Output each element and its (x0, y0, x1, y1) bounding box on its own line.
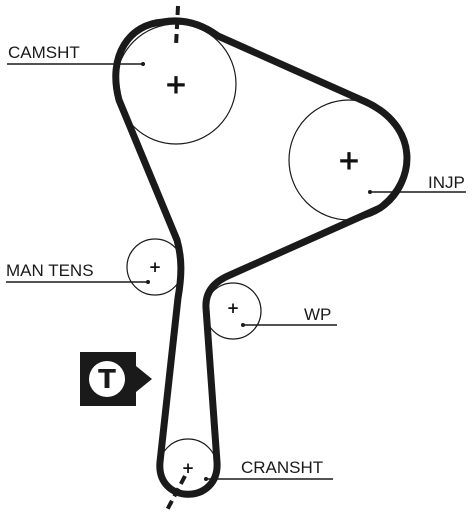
crankshaft-timing-mark (164, 475, 187, 513)
water-pump-leader-dot (241, 323, 245, 327)
injection-pump-leader-dot (368, 190, 372, 194)
camshaft-leader-dot (141, 62, 145, 66)
crankshaft-label: CRANSHT (241, 458, 323, 477)
tensioner-badge: T (80, 352, 152, 406)
badge-circle (89, 361, 125, 397)
injection-pump-label: INJP (428, 173, 465, 192)
crankshaft-center-icon: + (182, 459, 195, 477)
badge-letter: T (98, 365, 116, 395)
injection-pump-center-icon: + (337, 144, 360, 177)
water-pump-center-icon: + (227, 299, 240, 317)
camshaft-label: CAMSHT (8, 43, 80, 62)
camshaft-center-icon: + (164, 68, 187, 101)
camshaft-timing-mark (174, 5, 180, 47)
crankshaft-leader-dot (204, 477, 208, 481)
timing-belt (112, 17, 411, 498)
water-pump-label: WP (304, 305, 331, 324)
manual-tensioner-label: MAN TENS (6, 261, 94, 280)
manual-tensioner-center-icon: + (149, 258, 162, 276)
manual-tensioner-leader-dot (146, 280, 150, 284)
